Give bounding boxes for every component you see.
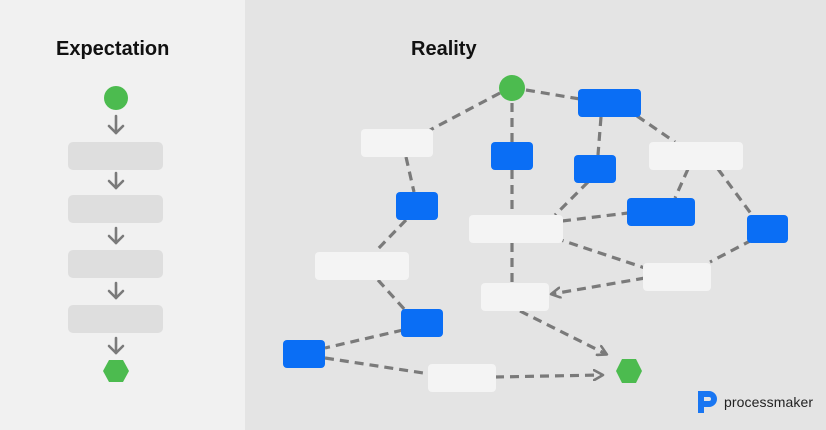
reality-arrow	[552, 276, 646, 294]
reality-blue-task	[401, 309, 443, 337]
reality-connector	[324, 328, 404, 350]
processmaker-logo: processmaker	[696, 389, 813, 415]
expectation-task	[68, 142, 163, 170]
reality-gray-task	[643, 263, 711, 291]
brand-name: processmaker	[724, 394, 814, 410]
expectation-task	[68, 305, 163, 333]
reality-connections	[324, 88, 754, 377]
reality-gray-task	[469, 215, 563, 243]
reality-arrow	[519, 309, 606, 354]
expectation-arrow	[107, 336, 125, 355]
reality-connector	[553, 180, 590, 217]
processmaker-logo-icon	[698, 391, 717, 413]
expectation-arrows	[107, 114, 125, 355]
reality-connector	[554, 236, 646, 270]
reality-gray-task	[361, 129, 433, 157]
expectation-end-event	[103, 360, 129, 382]
expectation-start-event	[104, 86, 128, 110]
reality-heading: Reality	[411, 38, 477, 60]
reality-connector	[429, 91, 501, 132]
expectation-arrow	[107, 114, 125, 135]
reality-gray-task	[481, 283, 549, 311]
reality-connector	[561, 211, 629, 223]
expectation-task	[68, 250, 163, 278]
reality-connector	[525, 88, 581, 101]
reality-connector	[596, 116, 603, 156]
reality-connector	[709, 238, 753, 264]
reality-arrow	[494, 375, 602, 377]
reality-connector	[716, 168, 754, 216]
reality-start-event	[499, 75, 525, 101]
reality-blue-task	[283, 340, 325, 368]
reality-gray-task	[315, 252, 409, 280]
reality-connector	[324, 356, 431, 376]
reality-connector	[376, 278, 407, 312]
reality-blue-task	[627, 198, 695, 226]
reality-gray-task	[649, 142, 743, 170]
reality-gray-task	[428, 364, 496, 392]
reality-blue-task	[396, 192, 438, 220]
expectation-arrow	[107, 226, 125, 245]
expectation-arrow	[107, 171, 125, 190]
reality-blue-task	[574, 155, 616, 183]
reality-connector	[373, 218, 408, 254]
reality-connector	[673, 168, 690, 199]
reality-blue-task	[491, 142, 533, 170]
reality-end-event	[616, 359, 642, 383]
expectation-arrow	[107, 281, 125, 300]
reality-connector	[636, 114, 676, 144]
expectation-task	[68, 195, 163, 223]
reality-blue-task	[747, 215, 788, 243]
reality-blue-task	[578, 89, 641, 117]
reality-connector	[404, 156, 416, 193]
expectation-heading: Expectation	[56, 38, 170, 60]
